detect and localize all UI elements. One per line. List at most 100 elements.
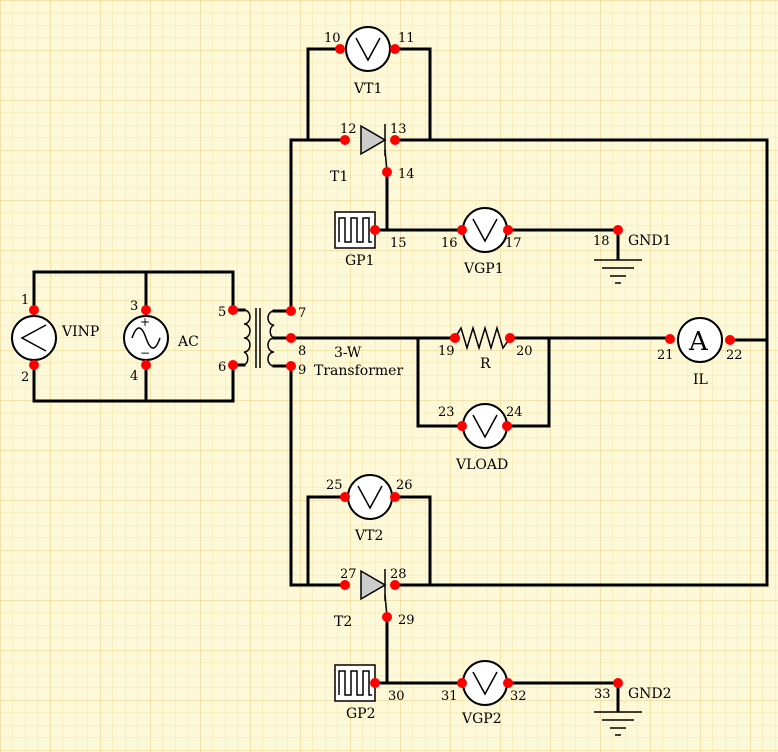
- node-label-33: 33: [594, 687, 611, 702]
- node-label-15: 15: [390, 236, 407, 251]
- t2-thyristor[interactable]: [360, 569, 388, 618]
- node-label-6: 6: [218, 360, 226, 375]
- node-label-5: 5: [218, 305, 226, 320]
- node-label-24: 24: [506, 405, 523, 420]
- sine-wave-icon: [131, 327, 161, 349]
- node-dot-1[interactable]: [29, 305, 39, 315]
- node-dot-2[interactable]: [29, 360, 39, 370]
- node-label-7: 7: [298, 306, 306, 321]
- node-label-30: 30: [388, 689, 405, 704]
- gp2-pulse-generator[interactable]: [334, 664, 376, 702]
- label-ac: AC: [177, 334, 199, 350]
- label-r: R: [480, 356, 491, 372]
- pulse-wave-icon: [338, 217, 372, 243]
- node-dot-23[interactable]: [457, 421, 467, 431]
- node-label-11: 11: [398, 31, 415, 46]
- vload-voltmeter[interactable]: [462, 403, 508, 449]
- label-t1: T1: [330, 169, 348, 185]
- vgp2-voltmeter[interactable]: [462, 660, 508, 706]
- node-labels: 1 2 3 4 5 6 7 8 9 10 11 12 13 14 15 16 1…: [21, 31, 743, 704]
- node-dot-27[interactable]: [340, 580, 350, 590]
- node-label-22: 22: [726, 348, 743, 363]
- node-dot-6[interactable]: [228, 360, 238, 370]
- node-label-8: 8: [298, 344, 306, 359]
- node-dot-14[interactable]: [382, 167, 392, 177]
- node-label-13: 13: [390, 122, 407, 137]
- il-ammeter[interactable]: A: [677, 317, 723, 363]
- voltmeter-rotated-v-icon: [20, 324, 47, 352]
- node-dot-28[interactable]: [390, 580, 400, 590]
- node-label-1: 1: [21, 293, 29, 308]
- node-dot-16[interactable]: [457, 225, 467, 235]
- node-dot-20[interactable]: [505, 333, 515, 343]
- node-label-14: 14: [398, 167, 415, 182]
- label-gnd1: GND1: [628, 233, 672, 249]
- node-dot-12[interactable]: [340, 135, 350, 145]
- node-dot-30[interactable]: [370, 678, 380, 688]
- wires: [32, 47, 769, 685]
- node-dot-10[interactable]: [335, 44, 345, 54]
- label-gnd2: GND2: [628, 686, 672, 702]
- node-label-3: 3: [130, 299, 138, 314]
- node-dot-4[interactable]: [141, 360, 151, 370]
- label-t2: T2: [334, 614, 352, 630]
- label-vload: VLOAD: [455, 457, 508, 473]
- voltmeter-v-icon: [355, 37, 381, 62]
- pulse-wave-icon: [338, 670, 372, 696]
- node-dot-7[interactable]: [286, 306, 296, 316]
- node-dot-33[interactable]: [613, 678, 623, 688]
- label-il: IL: [693, 372, 708, 388]
- node-label-32: 32: [510, 689, 527, 704]
- resistor-r[interactable]: [454, 325, 511, 351]
- node-dot-15[interactable]: [370, 225, 380, 235]
- node-dot-17[interactable]: [503, 225, 513, 235]
- node-dot-19[interactable]: [450, 333, 460, 343]
- three-winding-transformer[interactable]: [243, 308, 275, 368]
- node-label-23: 23: [438, 405, 455, 420]
- voltmeter-v-icon: [472, 414, 498, 439]
- component-labels: VINP AC 3-W Transformer VT1 T1 GP1 VGP1 …: [61, 81, 708, 727]
- node-dot-24[interactable]: [502, 421, 512, 431]
- node-dot-13[interactable]: [390, 135, 400, 145]
- node-dot-21[interactable]: [665, 334, 675, 344]
- vgp1-voltmeter[interactable]: [462, 207, 508, 253]
- node-dot-5[interactable]: [228, 305, 238, 315]
- node-label-27: 27: [340, 567, 357, 582]
- voltmeter-v-icon: [472, 671, 498, 696]
- node-dot-22[interactable]: [725, 335, 735, 345]
- ac-minus-sign: −: [140, 346, 150, 360]
- ac-plus-sign: +: [140, 315, 150, 329]
- node-dot-31[interactable]: [457, 678, 467, 688]
- node-dots: [29, 44, 735, 688]
- vt1-voltmeter[interactable]: [345, 26, 391, 72]
- voltmeter-v-icon: [357, 485, 383, 510]
- ammeter-a-icon: A: [688, 327, 709, 357]
- label-gp1: GP1: [345, 253, 375, 269]
- node-dot-26[interactable]: [390, 492, 400, 502]
- node-label-17: 17: [505, 236, 522, 251]
- voltmeter-v-icon: [472, 218, 498, 243]
- node-dot-9[interactable]: [286, 361, 296, 371]
- node-dot-25[interactable]: [340, 492, 350, 502]
- label-transformer-line1: 3-W: [334, 345, 362, 361]
- node-label-21: 21: [657, 348, 674, 363]
- vt2-voltmeter[interactable]: [347, 474, 393, 520]
- node-label-4: 4: [130, 369, 138, 384]
- label-vt1: VT1: [353, 81, 382, 97]
- node-label-2: 2: [21, 370, 29, 385]
- node-label-20: 20: [516, 344, 533, 359]
- node-dot-8[interactable]: [286, 333, 296, 343]
- node-dot-18[interactable]: [613, 225, 623, 235]
- node-dot-32[interactable]: [503, 678, 513, 688]
- label-vt2: VT2: [354, 528, 383, 544]
- node-label-29: 29: [398, 613, 415, 628]
- label-vinp: VINP: [61, 324, 99, 340]
- gp1-pulse-generator[interactable]: [334, 211, 376, 249]
- node-dot-29[interactable]: [382, 612, 392, 622]
- node-dot-11[interactable]: [390, 44, 400, 54]
- label-vgp1: VGP1: [463, 261, 504, 277]
- label-gp2: GP2: [346, 706, 376, 722]
- node-label-31: 31: [441, 689, 458, 704]
- node-dot-3[interactable]: [141, 305, 151, 315]
